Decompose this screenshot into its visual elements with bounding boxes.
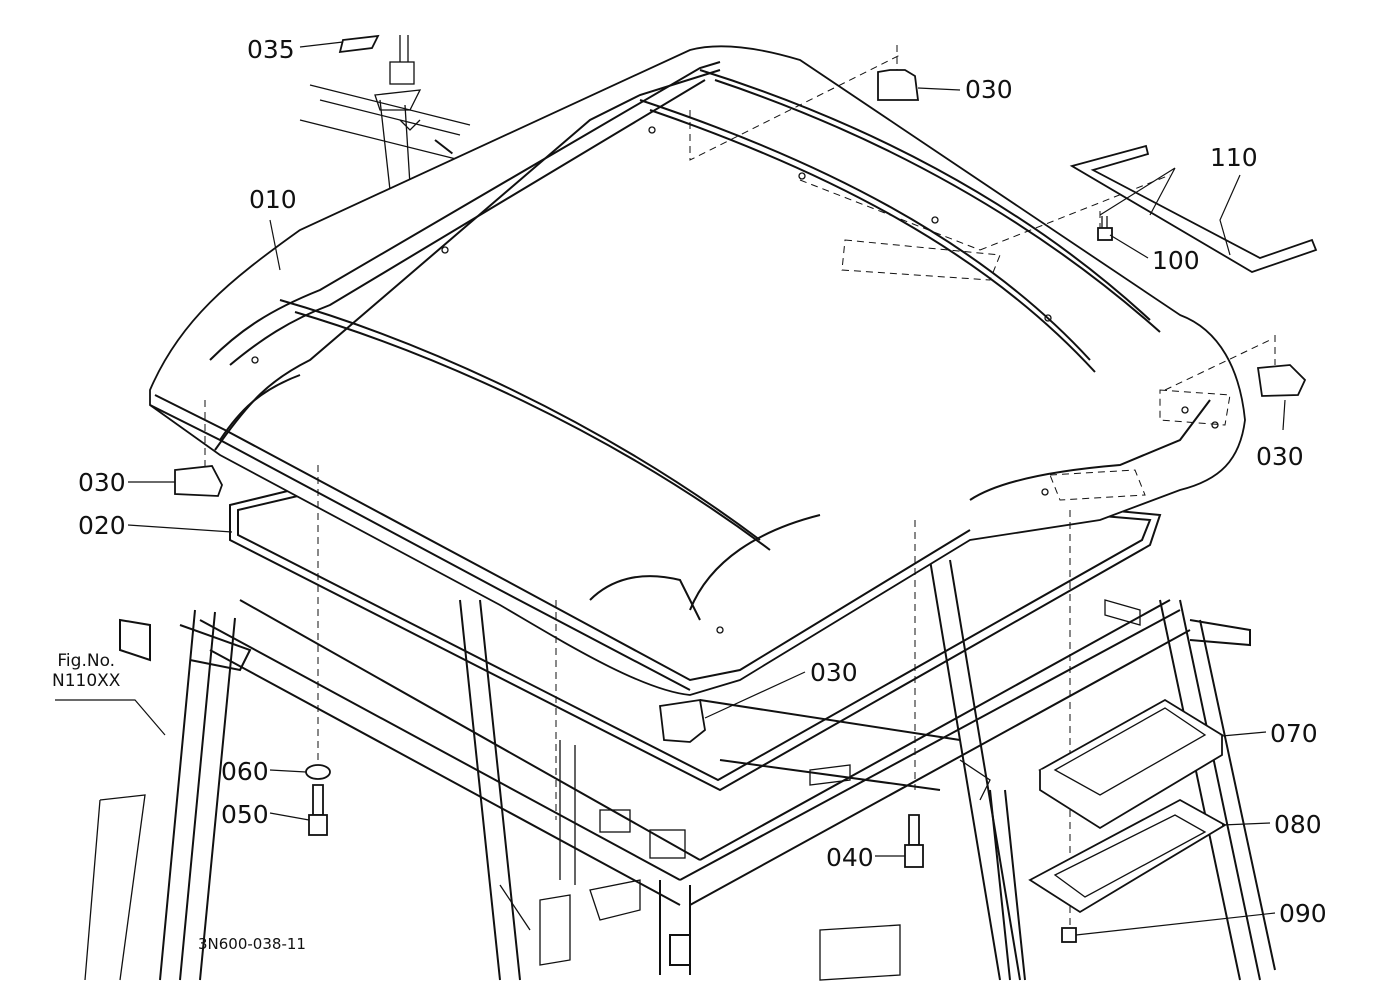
part-030-stop-right[interactable] [1256,364,1307,397]
figure-reference-number[interactable]: N110XX [52,670,121,691]
part-090-screw[interactable] [1061,927,1077,943]
callout-050: 050 [221,800,269,829]
figure-reference-label: Fig.No. [57,651,116,671]
part-030-stop-mid[interactable] [659,698,706,743]
upper-frame-bracket [299,35,471,191]
roof-mounting-holes [251,126,1219,634]
part-070-air-filter[interactable] [1038,698,1224,830]
part-035-pad[interactable] [338,34,380,54]
callout-040: 040 [826,843,874,872]
figure-reference[interactable]: Fig.No. N110XX [52,651,121,691]
callout-070: 070 [1270,719,1318,748]
callout-060: 060 [221,757,269,786]
part-080-filter-cover[interactable] [1028,798,1227,914]
part-060-washer[interactable] [305,764,331,780]
callout-010: 010 [249,185,297,214]
callout-030-left: 030 [78,468,126,497]
part-030-stop-top[interactable] [877,69,920,101]
part-040-bolt[interactable] [904,814,924,868]
callout-030-right: 030 [1256,442,1304,471]
cab-frame [84,559,1276,981]
callout-020: 020 [78,511,126,540]
callout-110: 110 [1210,143,1258,172]
part-050-bolt[interactable] [308,784,328,836]
callout-090: 090 [1279,899,1327,928]
cab-roof-shell[interactable] [149,45,1246,696]
callout-030-top: 030 [965,75,1013,104]
callout-035: 035 [247,35,295,64]
drawing-number: 3N600-038-11 [198,935,306,953]
hidden-lines [204,45,1276,925]
leader-lines [55,41,1286,936]
part-110-trim-bar[interactable] [1069,144,1318,273]
part-100-screw[interactable] [1097,216,1113,241]
part-030-stop-left[interactable] [174,465,223,497]
callout-100: 100 [1152,246,1200,275]
callout-030-mid: 030 [810,658,858,687]
callout-080: 080 [1274,810,1322,839]
